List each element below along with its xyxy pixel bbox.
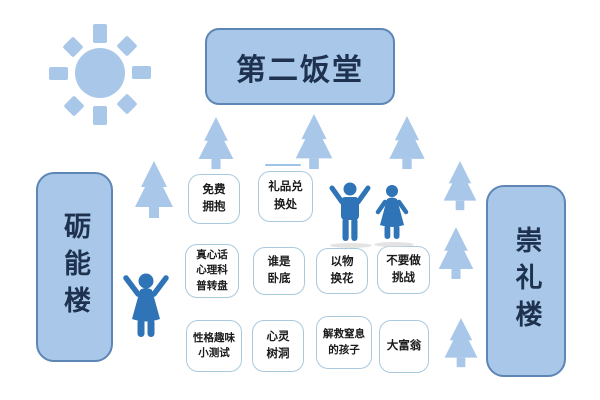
activity-barter-for-flowers: 以物 换花	[316, 248, 368, 294]
activity-truth-psychology-wheel: 真心话 心理科 普转盘	[185, 244, 239, 298]
activity-free-hugs: 免费 拥抱	[188, 174, 240, 224]
activity-monopoly: 大富翁	[379, 320, 429, 373]
activity-dont-do-challenge: 不要做 挑战	[377, 246, 430, 294]
activity-gift-exchange: 礼品兑 换处	[258, 171, 313, 222]
canteen-label: 第二饭堂	[236, 53, 364, 87]
building-lineng: 砺能楼	[36, 172, 113, 362]
pine-tree-icon	[295, 114, 333, 170]
pine-tree-icon	[198, 117, 234, 170]
person-arms-up-icon	[329, 182, 371, 241]
building-lineng-label: 砺能楼	[60, 211, 90, 323]
woman-icon	[375, 185, 409, 239]
activity-personality-quiz: 性格趣味 小测试	[186, 320, 242, 372]
woman-arms-up-icon	[123, 273, 169, 337]
activity-rescue-suffocating-child: 解救窒息 的孩子	[316, 316, 372, 369]
pine-tree-icon	[438, 227, 474, 279]
activity-who-is-the-spy: 谁是 卧底	[253, 247, 305, 295]
pine-tree-icon	[443, 161, 477, 211]
person-shadow	[330, 243, 372, 248]
pine-tree-icon	[389, 116, 425, 170]
activity-soul-tree-hole: 心灵 树洞	[252, 320, 304, 372]
sun-icon	[49, 24, 151, 125]
pine-tree-icon	[135, 161, 173, 218]
canteen-box: 第二饭堂	[205, 28, 395, 105]
building-chongli: 崇礼楼	[486, 185, 566, 377]
ground-line	[265, 164, 301, 166]
pine-tree-icon	[444, 317, 478, 368]
building-chongli-label: 崇礼楼	[511, 225, 542, 337]
person-shadow	[374, 242, 414, 247]
